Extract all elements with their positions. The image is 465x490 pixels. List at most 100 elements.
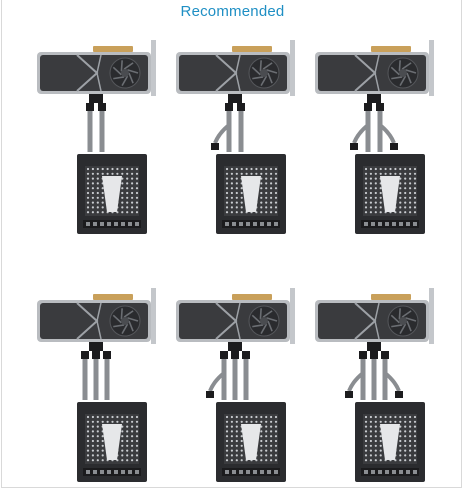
psu-vent-hole xyxy=(106,415,109,419)
psu-vent-hole xyxy=(245,415,248,419)
fan-blade xyxy=(262,310,273,318)
split-cable xyxy=(352,123,370,144)
psu-vent-hole xyxy=(369,167,372,171)
cable-connector xyxy=(359,351,367,359)
psu-vent-hole xyxy=(413,435,417,438)
psu-vent-hole xyxy=(404,444,407,447)
psu-vent-hole xyxy=(394,415,397,419)
psu-vent-hole xyxy=(404,439,407,443)
psu-vent-hole xyxy=(91,196,94,199)
fan-blade xyxy=(251,66,261,76)
psu-vent-hole xyxy=(260,415,263,419)
power-supply xyxy=(216,154,286,234)
psu-connector-strip xyxy=(361,220,419,228)
psu-vent-hole xyxy=(369,459,372,462)
psu-vent-hole xyxy=(86,459,90,462)
fan-blade xyxy=(112,314,122,324)
psu-vent-hole xyxy=(399,415,402,419)
psu-vent-hole xyxy=(379,420,382,423)
power-connector xyxy=(367,342,381,351)
cable-connector xyxy=(364,103,372,111)
psu-vent-hole xyxy=(240,420,243,423)
psu-vent-hole xyxy=(131,420,134,423)
psu-vent-hole xyxy=(235,449,238,452)
psu-vent-hole xyxy=(409,415,412,419)
psu-vent-hole xyxy=(364,206,368,209)
psu-vent-hole xyxy=(131,182,134,185)
psu-vent-hole xyxy=(260,191,263,195)
psu-vent-hole xyxy=(399,196,402,199)
power-cable xyxy=(99,111,105,152)
psu-vent-hole xyxy=(404,449,407,452)
psu-vent-hole xyxy=(274,415,278,419)
psu-port xyxy=(399,222,403,226)
psu-vent-hole xyxy=(96,196,99,199)
psu-vent-hole xyxy=(240,172,243,175)
gpu-card xyxy=(176,40,295,103)
psu-vent-hole xyxy=(374,449,377,452)
psu-vent-hole xyxy=(404,430,407,433)
cable-bundle xyxy=(345,351,403,400)
configuration-1 xyxy=(37,40,156,234)
psu-vent-hole xyxy=(91,430,94,433)
psu-port xyxy=(364,222,368,226)
fan-blade xyxy=(252,324,264,328)
psu-vent-hole xyxy=(364,182,368,185)
psu-port xyxy=(274,470,278,474)
psu-vent-hole xyxy=(260,444,263,447)
psu-vent-hole xyxy=(96,187,99,190)
psu-vent-hole xyxy=(235,425,238,428)
psu-vent-hole xyxy=(86,177,90,180)
psu-vent-hole xyxy=(135,167,139,171)
psu-vent-hole xyxy=(230,187,233,190)
psu-vent-hole xyxy=(86,454,90,457)
psu-vent-hole xyxy=(240,439,243,443)
psu-vent-hole xyxy=(274,182,278,185)
fan-blade xyxy=(401,62,412,70)
psu-vent-hole xyxy=(91,439,94,443)
psu-vent-hole xyxy=(230,167,233,171)
psu-vent-hole xyxy=(409,191,412,195)
psu-vent-hole xyxy=(135,435,139,438)
psu-vent-hole xyxy=(101,435,104,438)
psu-port xyxy=(413,470,417,474)
psu-vent-hole xyxy=(250,415,253,419)
psu-port xyxy=(406,222,410,226)
power-connector xyxy=(89,94,103,103)
psu-center-panel xyxy=(241,424,261,460)
psu-vent-hole xyxy=(274,191,278,195)
fan-blade xyxy=(266,69,278,74)
power-connector xyxy=(367,94,381,103)
psu-vent-hole xyxy=(235,187,238,190)
split-cable xyxy=(347,371,365,392)
power-cable xyxy=(93,359,99,400)
psu-vent-hole xyxy=(399,454,402,457)
fan-blade xyxy=(112,66,122,76)
psu-vent-hole xyxy=(374,435,377,438)
psu-vent-hole xyxy=(121,211,124,214)
psu-port xyxy=(246,470,250,474)
psu-port xyxy=(135,470,139,474)
psu-vent-hole xyxy=(260,449,263,452)
fan-blade xyxy=(399,75,407,87)
psu-vent-hole xyxy=(225,439,229,443)
psu-port xyxy=(385,470,389,474)
psu-port xyxy=(239,222,243,226)
psu-vent-hole xyxy=(413,167,417,171)
configuration-3 xyxy=(315,40,434,234)
psu-vent-hole xyxy=(364,211,368,214)
gpu-gold-fingers xyxy=(93,294,133,300)
psu-vent-hole xyxy=(101,449,104,452)
psu-vent-hole xyxy=(369,201,372,204)
psu-vent-hole xyxy=(225,449,229,452)
psu-vent-hole xyxy=(96,439,99,443)
psu-vent-hole xyxy=(101,201,104,204)
psu-vent-hole xyxy=(399,177,402,180)
split-cable xyxy=(208,371,226,392)
psu-vent-hole xyxy=(225,459,229,462)
psu-vent-hole xyxy=(379,459,382,462)
psu-vent-hole xyxy=(96,425,99,428)
psu-vent-hole xyxy=(255,172,258,175)
psu-vent-hole xyxy=(225,206,229,209)
split-cable xyxy=(213,123,231,144)
